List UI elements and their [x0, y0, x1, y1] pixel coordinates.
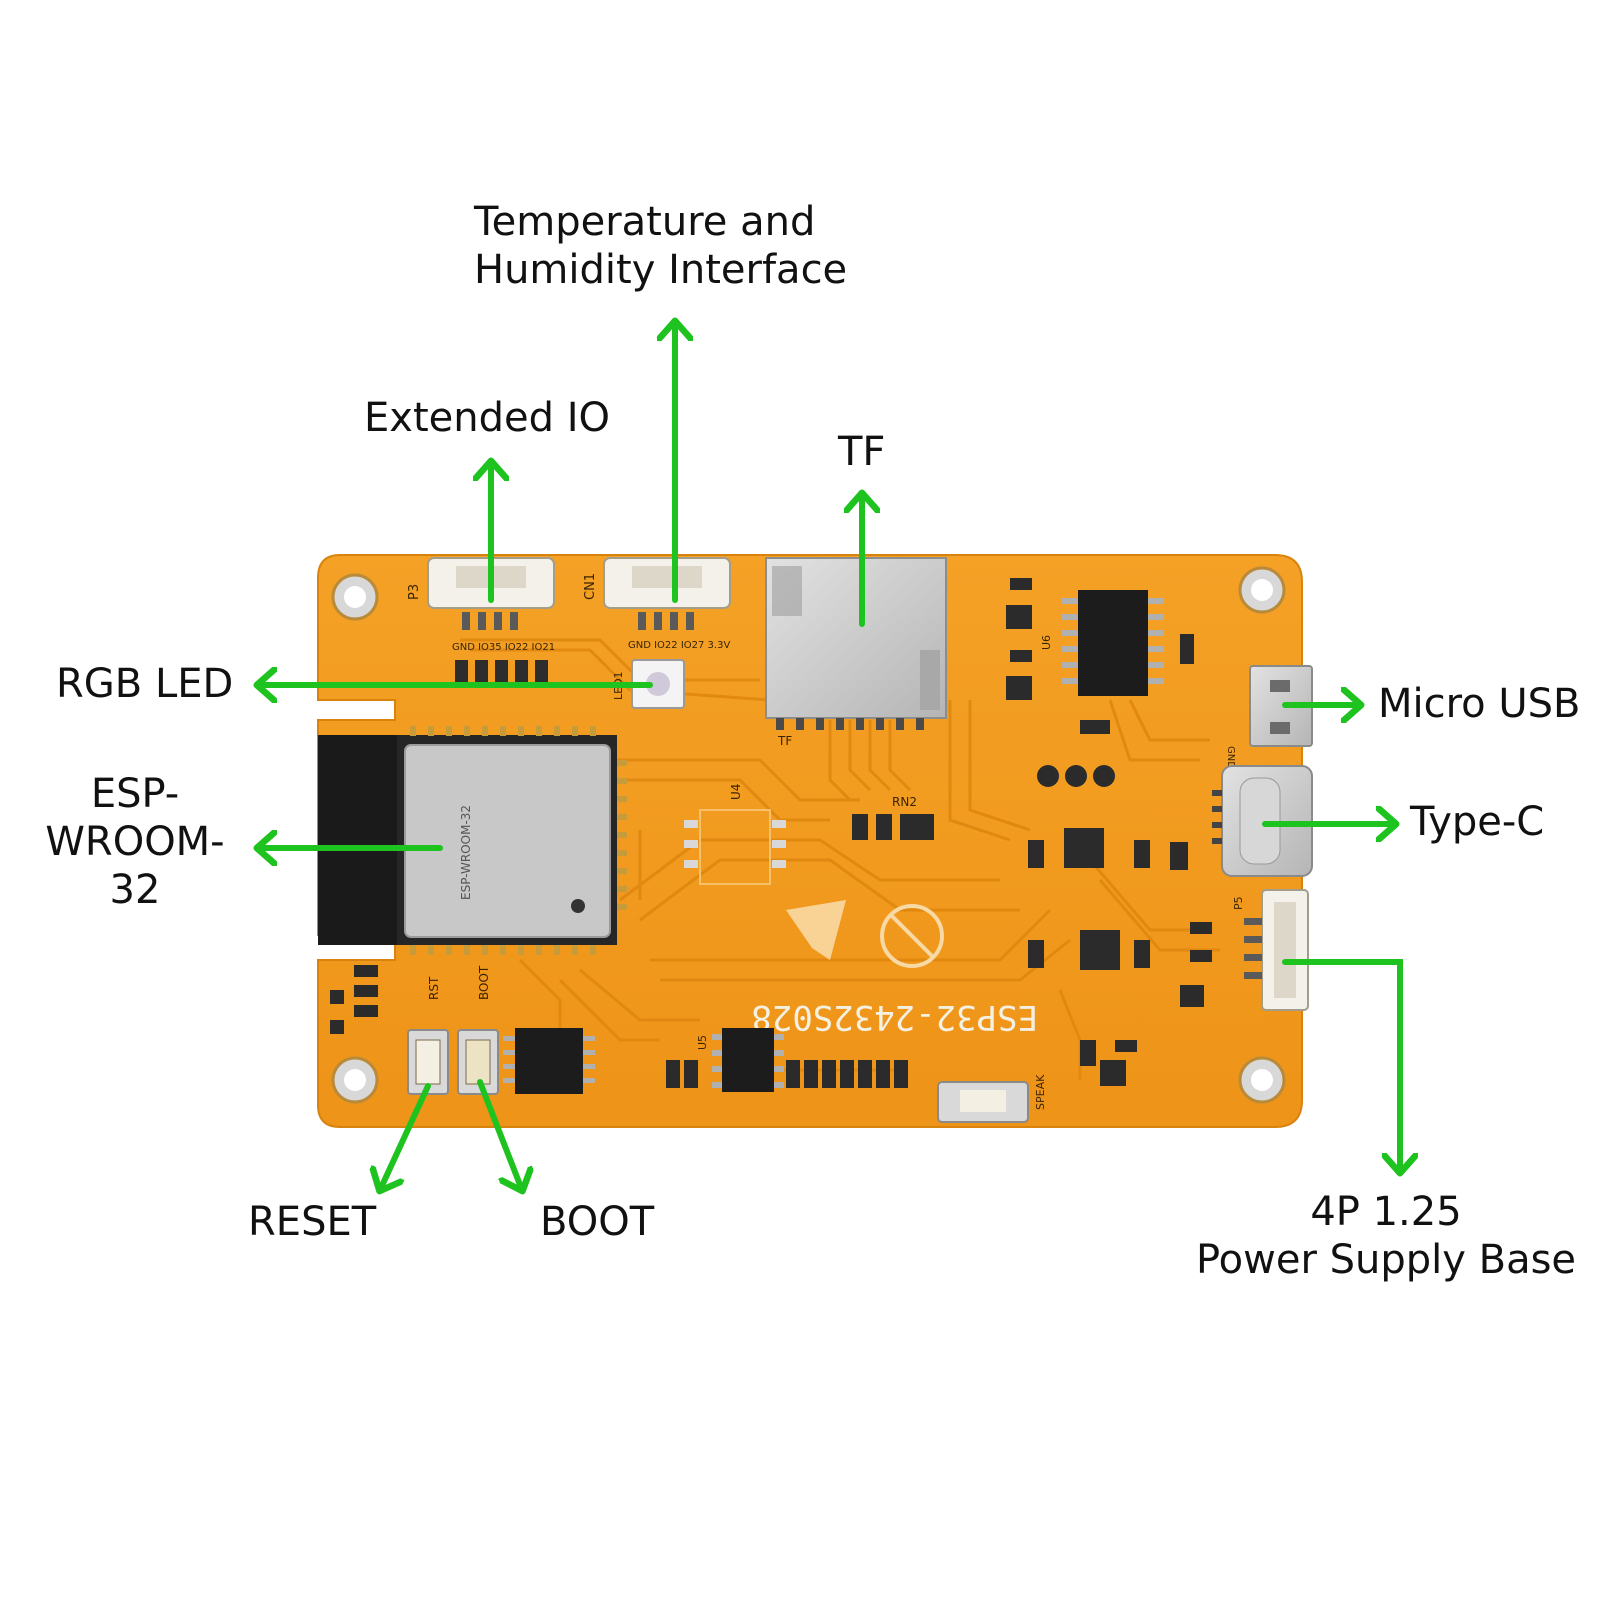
pcb-board: P3 CN1 GND IO22 IO27 3.3V GND IO35 IO22 …: [317, 554, 1313, 1128]
reset-label: RESET: [248, 1199, 377, 1245]
svg-text:P3: P3: [407, 584, 422, 600]
rgb-led-label: RGB LED: [56, 661, 234, 707]
svg-text:TF: TF: [777, 734, 792, 748]
smd-components: [852, 578, 1212, 1086]
chip-u4-footprint: U4 RN2: [684, 784, 917, 885]
svg-text:GND: GND: [1225, 746, 1236, 769]
mounting-holes: [331, 566, 1286, 1104]
tf-card-slot: TF: [765, 557, 947, 748]
micro-usb-port: GND: [1225, 665, 1313, 769]
power-label-line1: 4P 1.25: [1310, 1189, 1462, 1235]
power-label-line2: Power Supply Base: [1195, 1237, 1577, 1283]
temperature-label-line2: Humidity Interface: [474, 247, 848, 293]
svg-text:RN2: RN2: [892, 795, 917, 809]
temperature-connector: CN1 GND IO22 IO27 3.3V: [583, 557, 731, 651]
esp-label-line2: WROOM-: [45, 819, 225, 865]
svg-text:U5: U5: [696, 1035, 709, 1050]
svg-text:U6: U6: [1040, 635, 1053, 650]
svg-text:GND IO35 IO22 IO21: GND IO35 IO22 IO21: [452, 642, 555, 653]
power-supply-base-label: 4P 1.25 Power Supply Base: [1186, 1188, 1586, 1284]
micro-usb-label: Micro USB: [1378, 681, 1581, 727]
board-logo: [786, 900, 944, 968]
callout-arrows: [258, 322, 1400, 1190]
temperature-humidity-label: Temperature and Humidity Interface: [474, 198, 847, 294]
chip-u5: U5: [696, 1028, 784, 1092]
esp-label-line1: ESP-: [90, 771, 180, 817]
chip-u3: [503, 1028, 595, 1094]
svg-text:BOOT: BOOT: [477, 965, 491, 1000]
arrow-down-icon: [380, 1083, 431, 1190]
tf-label: TF: [838, 429, 886, 475]
esp-wroom-32-module: ESP-WROOM-32: [318, 726, 627, 955]
type-c-label: Type-C: [1410, 799, 1545, 845]
arrow-down-icon: [1282, 959, 1400, 1172]
power-connector-p5: P5: [1232, 889, 1309, 1011]
svg-text:SPEAK: SPEAK: [1034, 1074, 1047, 1110]
arrow-down-icon: [477, 1079, 522, 1190]
extended-io-label: Extended IO: [364, 395, 610, 441]
smd-components-bottom: [330, 965, 908, 1088]
boot-label: BOOT: [540, 1199, 655, 1245]
svg-text:CN1: CN1: [583, 573, 598, 600]
esp-wroom-32-label: ESP- WROOM- 32: [30, 770, 240, 914]
reset-button-part: RST: [407, 976, 449, 1095]
svg-text:U4: U4: [729, 784, 743, 800]
esp-label-line3: 32: [109, 867, 161, 913]
temperature-label-line1: Temperature and: [474, 199, 816, 245]
svg-text:P5: P5: [1232, 896, 1245, 910]
speaker-connector: SPEAK: [937, 1074, 1047, 1123]
board-model-text: ESP32-2432S028: [751, 997, 1038, 1037]
chip-u6: U6: [1040, 590, 1164, 696]
svg-text:GND IO22 IO27 3.3V: GND IO22 IO27 3.3V: [628, 640, 730, 651]
resistor-array: GND IO35 IO22 IO21: [452, 642, 555, 684]
svg-text:RST: RST: [427, 976, 441, 1000]
boot-button-part: BOOT: [457, 965, 499, 1095]
svg-text:ESP-WROOM-32: ESP-WROOM-32: [459, 805, 473, 900]
